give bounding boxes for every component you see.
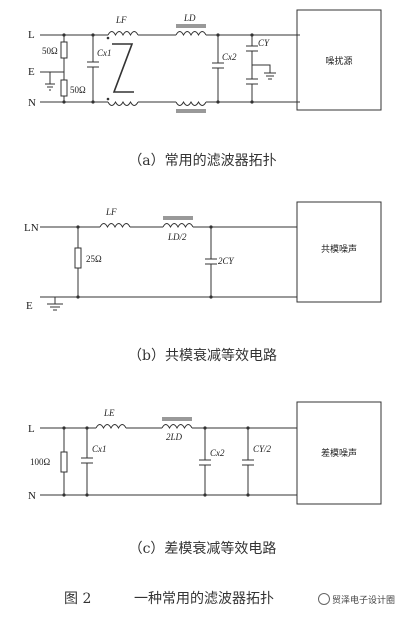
box-diff-mode [296, 401, 382, 505]
label-c-neutral: N [28, 490, 36, 502]
figure-title: 一种常用的滤波器拓扑 [134, 591, 274, 607]
label-a-res-bottom: 50Ω [70, 85, 86, 95]
choke-lf-bottom [107, 100, 139, 106]
box-common-mode [296, 201, 382, 303]
label-a-cx2: Cx2 [222, 52, 237, 62]
choke-2ld [161, 424, 193, 430]
wechat-icon [318, 593, 330, 605]
caption-b: （b）共模衰减等效电路 [128, 348, 277, 364]
resistor-25 [74, 247, 82, 269]
capacitor-cx2 [199, 428, 211, 495]
core-z-symbol [112, 43, 134, 93]
choke-lf-top [107, 31, 139, 37]
figure-number: 图 2 [64, 591, 92, 607]
label-c-line: L [28, 423, 35, 435]
watermark: 贸泽电子设计圈 [318, 593, 395, 606]
choke-lf [99, 223, 131, 229]
label-a-cx1: Cx1 [97, 48, 112, 58]
resistor-50-top [60, 41, 68, 59]
choke-ld-top [175, 31, 207, 37]
label-b-box: 共模噪声 [321, 243, 357, 254]
label-a-res-top: 50Ω [42, 46, 58, 56]
label-a-box: 噪扰源 [325, 55, 352, 66]
label-c-le: LE [103, 408, 115, 418]
choke-ld-bottom [175, 100, 207, 106]
watermark-text: 贸泽电子设计圈 [332, 596, 396, 606]
label-b-lf: LF [105, 207, 117, 217]
resistor-50-bottom [60, 79, 68, 97]
label-a-ld: LD [183, 13, 196, 23]
circuit-b [40, 201, 382, 311]
box-noise-source [296, 9, 382, 111]
capacitor-cy [246, 35, 258, 102]
label-a-neutral: N [28, 97, 36, 109]
choke-le [95, 424, 127, 430]
label-c-cx1: Cx1 [92, 444, 107, 454]
capacitor-cx2 [212, 35, 224, 102]
label-b-cap: 2CY [218, 256, 235, 266]
label-c-box: 差模噪声 [321, 447, 357, 458]
label-b-res: 25Ω [86, 254, 102, 264]
label-c-cy: CY/2 [253, 444, 272, 454]
label-b-line: LN [24, 222, 39, 234]
label-b-ld: LD/2 [167, 232, 187, 242]
capacitor-cy-half [242, 428, 254, 495]
label-c-2ld: 2LD [166, 432, 183, 442]
label-c-res: 100Ω [30, 457, 51, 467]
choke-ld-half [162, 223, 194, 229]
circuit-c [40, 401, 382, 505]
label-a-earth: E [28, 66, 35, 78]
label-a-lf: LF [115, 15, 127, 25]
capacitor-cx1 [81, 428, 93, 495]
label-b-earth: E [26, 300, 33, 312]
capacitor-cx1 [87, 35, 99, 102]
caption-a: （a）常用的滤波器拓扑 [128, 153, 277, 169]
label-a-cy: CY [258, 38, 270, 48]
capacitor-2cy [205, 227, 217, 297]
caption-c: （c）差模衰减等效电路 [128, 541, 277, 557]
label-c-cx2: Cx2 [210, 448, 225, 458]
label-a-line: L [28, 29, 35, 41]
resistor-100 [60, 451, 68, 473]
